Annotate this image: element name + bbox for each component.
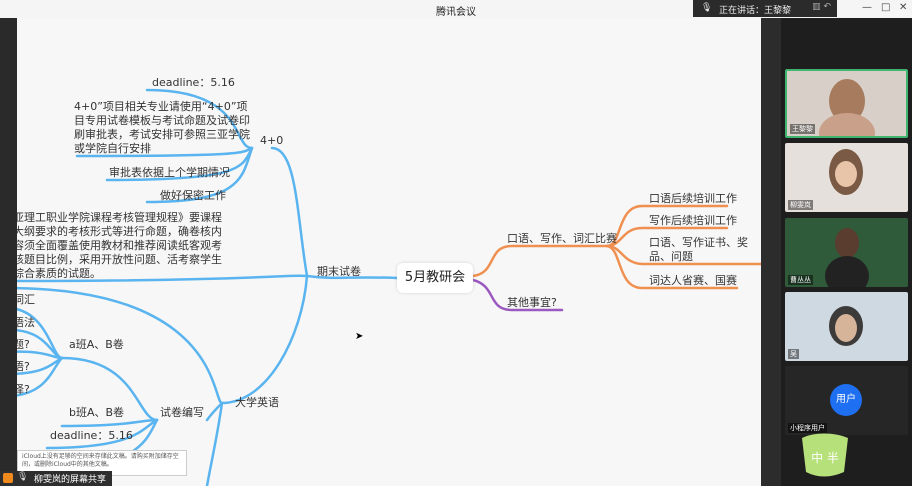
node-compose[interactable]: 试卷编写 [160,406,204,419]
maximize-button[interactable]: □ [881,2,891,13]
link-compose-a [60,356,159,422]
link-a-q3 [17,356,64,397]
screen-share-bar[interactable]: 🎙 柳雯岚的屏幕共享 [0,471,112,486]
node-vocab[interactable]: 词汇 [17,293,35,306]
node-secret[interactable]: 做好保密工作 [160,189,226,202]
link-center-exam [305,274,399,280]
link-compose-deadline [45,418,159,450]
link-english-down [205,401,224,486]
mic-icon: 🎙 [701,3,713,13]
link-40-note [75,146,254,158]
brand-logo-icon: 中 半 [802,433,848,477]
avatar [835,228,859,258]
link-english-vocab [17,287,224,405]
share-status-icon [3,473,13,483]
link-center-other [471,278,564,312]
participant-name: 吴 [788,349,799,359]
mouse-cursor-icon: ➤ [355,331,364,342]
node-oral-train[interactable]: 口语后续培训工作 [649,192,737,205]
mic-icon: 🎙 [17,472,29,482]
window-title: 腾讯会议 [436,7,476,18]
node-q3[interactable]: 译? [17,383,30,396]
node-cert[interactable]: 口语、写作证书、奖品、问题 [649,236,748,263]
participant-tile[interactable]: 曹丛丛 [785,218,908,287]
link-40-deadline [145,88,254,150]
avatar [835,314,857,342]
speaker-controls-icon[interactable]: ▥ ↶ [812,2,831,12]
node-grammar[interactable]: 语法 [17,316,35,329]
node-oral-contest[interactable]: 口语、写作、词汇比赛 [507,232,617,245]
avatar [819,113,875,136]
speaking-indicator: 🎙 正在讲话：王黎黎 ▥ ↶ [693,0,837,17]
minimize-button[interactable]: — [862,2,872,13]
svg-text:中 半: 中 半 [811,450,839,465]
participant-name: 曹丛丛 [788,275,813,285]
mindmap-connectors [17,88,761,486]
node-q2[interactable]: 语? [17,360,30,373]
node-q1[interactable]: 题? [17,338,30,351]
node-40-note[interactable]: 4+0”项目相关专业请使用“4+0”项目专用试卷模板与考试命题及试卷印刷审批表，… [74,100,250,155]
left-toolbar [0,18,17,486]
participant-tile[interactable]: 用户 小程序用户 [785,366,908,435]
node-40[interactable]: 4+0 [260,134,284,147]
screen-share-label: 柳雯岚的屏幕共享 [34,475,107,485]
panel-scrollbar[interactable] [761,18,781,486]
node-deadline-1[interactable]: deadline：5.16 [152,76,235,89]
link-compose-b [60,418,159,428]
link-exam-rules [17,274,309,283]
speaking-label: 正在讲话：王黎黎 [719,6,792,16]
node-deadline-2[interactable]: deadline：5.16 [50,429,133,442]
avatar [825,256,869,287]
mindmap-center-node[interactable]: 5月教研会 [397,263,473,293]
participant-tile[interactable]: 王黎黎 [785,69,908,138]
node-college-english[interactable]: 大学英语 [235,396,279,409]
node-class-a[interactable]: a班A、B卷 [69,338,124,351]
shared-screen-canvas: 5月教研会 期末试卷 4+0 deadline：5.16 4+0”项目相关专业请… [17,18,761,486]
node-province[interactable]: 词达人省赛、国赛 [649,274,737,287]
close-button[interactable]: ✕ [899,2,908,13]
link-province [605,244,739,290]
link-a-q1 [17,350,64,360]
node-rules-note[interactable]: 亚理工职业学院课程考核管理规程》要课程大纲要求的考核形式等进行命题，确卷核内容须… [17,211,222,280]
node-other[interactable]: 其他事宜? [507,296,557,309]
avatar [835,161,857,187]
link-40-secret [145,146,254,204]
link-center-oral [471,244,609,278]
participant-name: 王黎黎 [790,124,815,134]
link-english-compose [205,401,224,422]
node-class-b[interactable]: b班A、B卷 [69,406,125,419]
link-exam-english [220,274,309,405]
participant-tile[interactable]: 吴 [785,292,908,361]
user-avatar-icon: 用户 [830,384,862,416]
participant-name: 小程序用户 [788,423,827,433]
participant-tile[interactable]: 柳雯岚 [785,143,908,212]
node-exam[interactable]: 期末试卷 [317,265,361,278]
node-write-train[interactable]: 写作后续培训工作 [649,214,737,227]
participant-name: 柳雯岚 [788,200,813,210]
node-approve[interactable]: 审批表依据上个学期情况 [109,166,230,179]
link-exam-40 [270,146,309,278]
